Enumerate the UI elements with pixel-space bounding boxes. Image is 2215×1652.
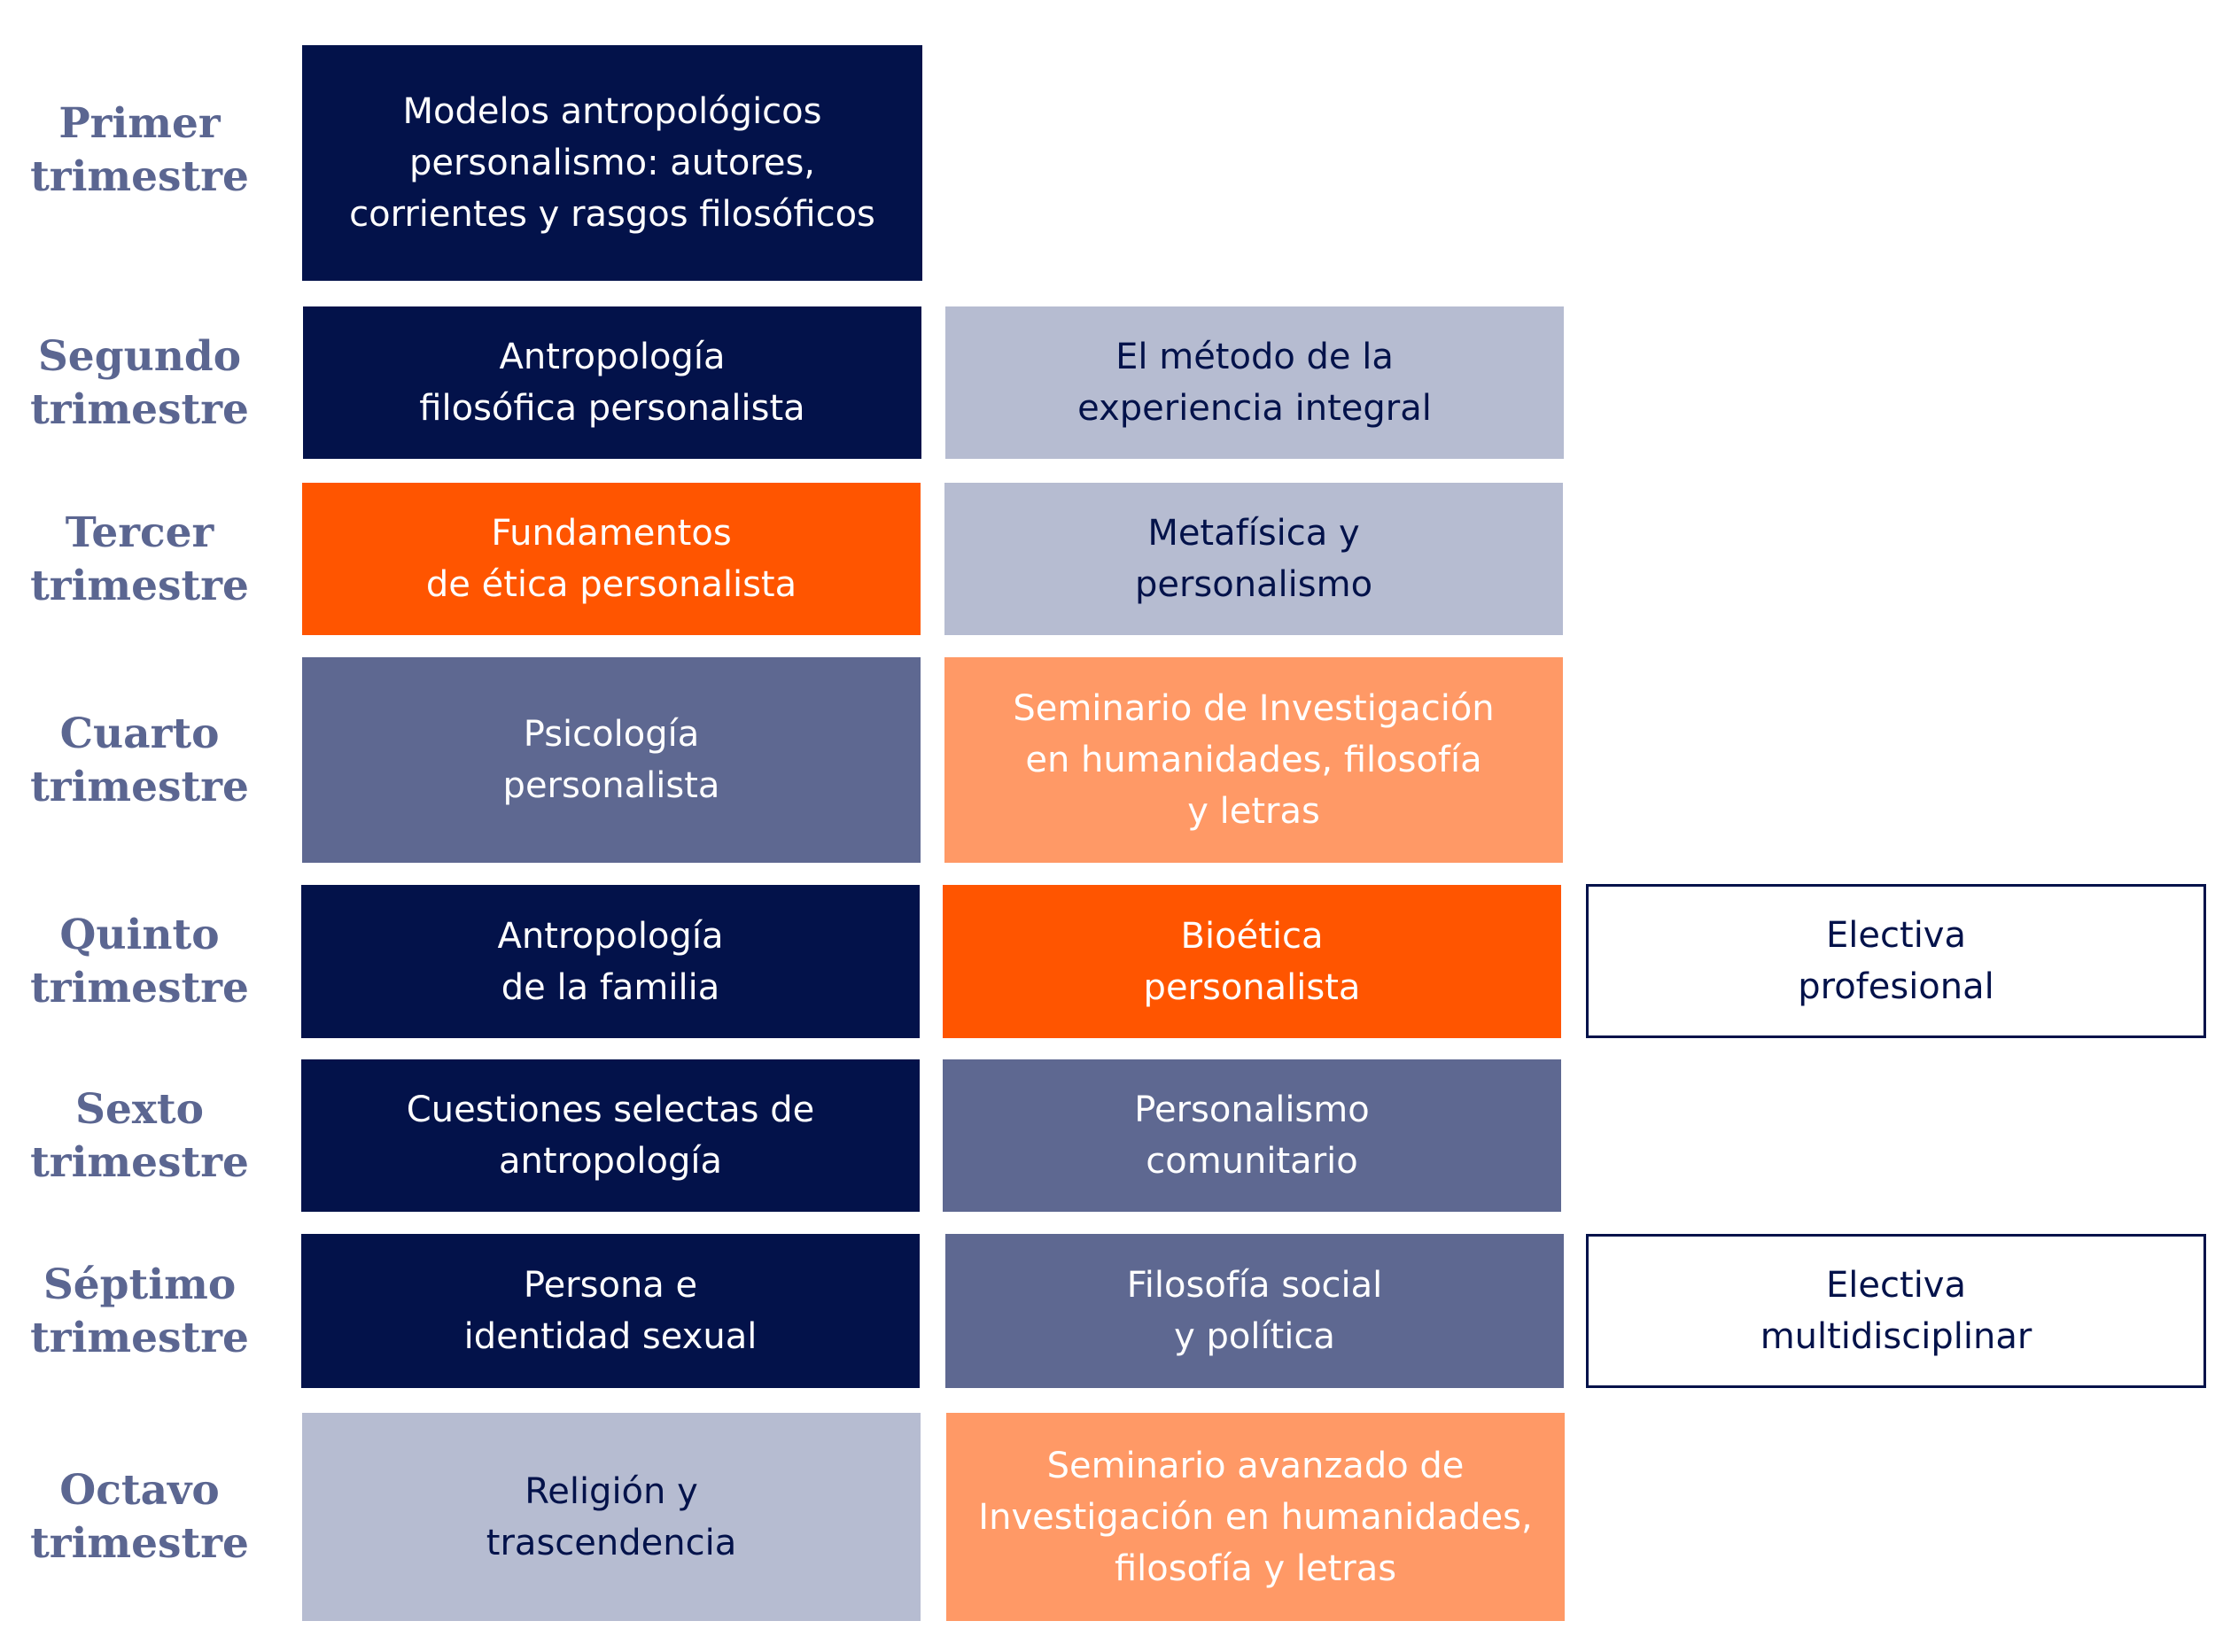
course-religion-trascendencia[interactable]: Religión y trascendencia <box>302 1413 921 1621</box>
course-line: Fundamentos <box>491 513 732 554</box>
course-line: trascendencia <box>486 1522 737 1563</box>
course-line: de ética personalista <box>425 564 797 605</box>
course-line: Antropología <box>497 915 724 957</box>
term-label-line1: Primer <box>58 99 221 148</box>
term-label-line2: trimestre <box>30 1137 249 1187</box>
course-line: filosofía y letras <box>1114 1547 1397 1589</box>
term-label-line1: Séptimo <box>43 1260 237 1309</box>
course-line: Electiva <box>1826 1265 1966 1306</box>
course-fundamentos-etica[interactable]: Fundamentos de ética personalista <box>302 483 921 635</box>
term-label-7: Séptimo trimestre <box>0 1234 279 1389</box>
term-label-line1: Octavo <box>59 1465 220 1515</box>
course-line: Antropología <box>499 337 726 377</box>
term-label-3: Tercer trimestre <box>0 483 279 636</box>
course-metodo-experiencia-integral[interactable]: El método de la experiencia integral <box>945 306 1564 459</box>
course-line: personalismo <box>1134 564 1373 605</box>
course-line: Seminario avanzado de <box>1046 1445 1465 1486</box>
term-label-line1: Cuarto <box>59 709 220 758</box>
course-line: personalista <box>1143 966 1361 1008</box>
term-label-line1: Sexto <box>75 1084 204 1134</box>
course-line: antropología <box>498 1141 723 1182</box>
course-line: y letras <box>1187 791 1320 832</box>
course-line: corrientes y rasgos filosóficos <box>349 194 875 235</box>
course-antropologia-filosofica[interactable]: Antropología filosófica personalista <box>303 306 921 459</box>
course-line: comunitario <box>1146 1141 1358 1182</box>
course-psicologia-personalista[interactable]: Psicología personalista <box>302 657 921 863</box>
course-line: Persona e <box>523 1265 698 1306</box>
course-line: Filosofía social <box>1126 1265 1383 1306</box>
course-personalismo-comunitario[interactable]: Personalismo comunitario <box>943 1059 1561 1212</box>
course-electiva-profesional[interactable]: Electiva profesional <box>1586 884 2206 1038</box>
course-line: de la familia <box>501 966 720 1008</box>
course-line: Seminario de Investigación <box>1013 688 1495 729</box>
course-filosofia-social-politica[interactable]: Filosofía social y política <box>945 1234 1564 1388</box>
course-line: y política <box>1174 1316 1335 1357</box>
course-line: Metafísica y <box>1147 513 1360 554</box>
course-metafisica-personalismo[interactable]: Metafísica y personalismo <box>944 483 1563 635</box>
course-line: Personalismo <box>1134 1090 1370 1130</box>
term-label-line2: trimestre <box>30 152 249 201</box>
term-label-line2: trimestre <box>30 384 249 434</box>
course-line: Psicología <box>523 714 700 755</box>
course-modelos-antropologicos[interactable]: Modelos antropológicos personalismo: aut… <box>302 45 922 281</box>
course-line: Electiva <box>1826 915 1966 956</box>
term-label-line1: Segundo <box>37 331 242 381</box>
course-line: multidisciplinar <box>1760 1316 2032 1357</box>
term-label-8: Octavo trimestre <box>0 1413 279 1621</box>
term-label-2: Segundo trimestre <box>0 306 279 461</box>
course-seminario-avanzado[interactable]: Seminario avanzado de Investigación en h… <box>946 1413 1565 1621</box>
course-line: en humanidades, filosofía <box>1025 740 1482 780</box>
course-line: Investigación en humanidades, <box>978 1496 1533 1538</box>
term-label-6: Sexto trimestre <box>0 1059 279 1214</box>
term-label-line2: trimestre <box>30 561 249 610</box>
course-line: Cuestiones selectas de <box>406 1090 815 1130</box>
course-line: identidad sexual <box>463 1316 758 1357</box>
course-line: experiencia integral <box>1077 388 1432 429</box>
course-line: filosófica personalista <box>419 388 805 429</box>
term-label-line2: trimestre <box>30 963 249 1012</box>
course-cuestiones-selectas[interactable]: Cuestiones selectas de antropología <box>301 1059 920 1212</box>
term-label-4: Cuarto trimestre <box>0 657 279 864</box>
term-label-1: Primer trimestre <box>0 44 279 257</box>
course-line: Religión y <box>525 1470 698 1512</box>
course-seminario-investigacion[interactable]: Seminario de Investigación en humanidade… <box>944 657 1563 863</box>
course-line: El método de la <box>1115 337 1394 377</box>
course-bioetica-personalista[interactable]: Bioética personalista <box>943 885 1561 1038</box>
term-label-line1: Tercer <box>65 508 214 557</box>
course-persona-identidad-sexual[interactable]: Persona e identidad sexual <box>301 1234 920 1388</box>
course-line: Modelos antropológicos <box>402 91 822 132</box>
term-label-line2: trimestre <box>30 1313 249 1362</box>
term-label-line2: trimestre <box>30 762 249 811</box>
course-electiva-multidisciplinar[interactable]: Electiva multidisciplinar <box>1586 1234 2206 1388</box>
course-antropologia-familia[interactable]: Antropología de la familia <box>301 885 920 1038</box>
term-label-5: Quinto trimestre <box>0 884 279 1039</box>
course-line: profesional <box>1798 966 1994 1007</box>
course-line: personalista <box>502 765 720 806</box>
course-line: Bioética <box>1180 915 1324 957</box>
term-label-line1: Quinto <box>59 910 220 959</box>
term-label-line2: trimestre <box>30 1518 249 1568</box>
course-line: personalismo: autores, <box>408 143 816 183</box>
